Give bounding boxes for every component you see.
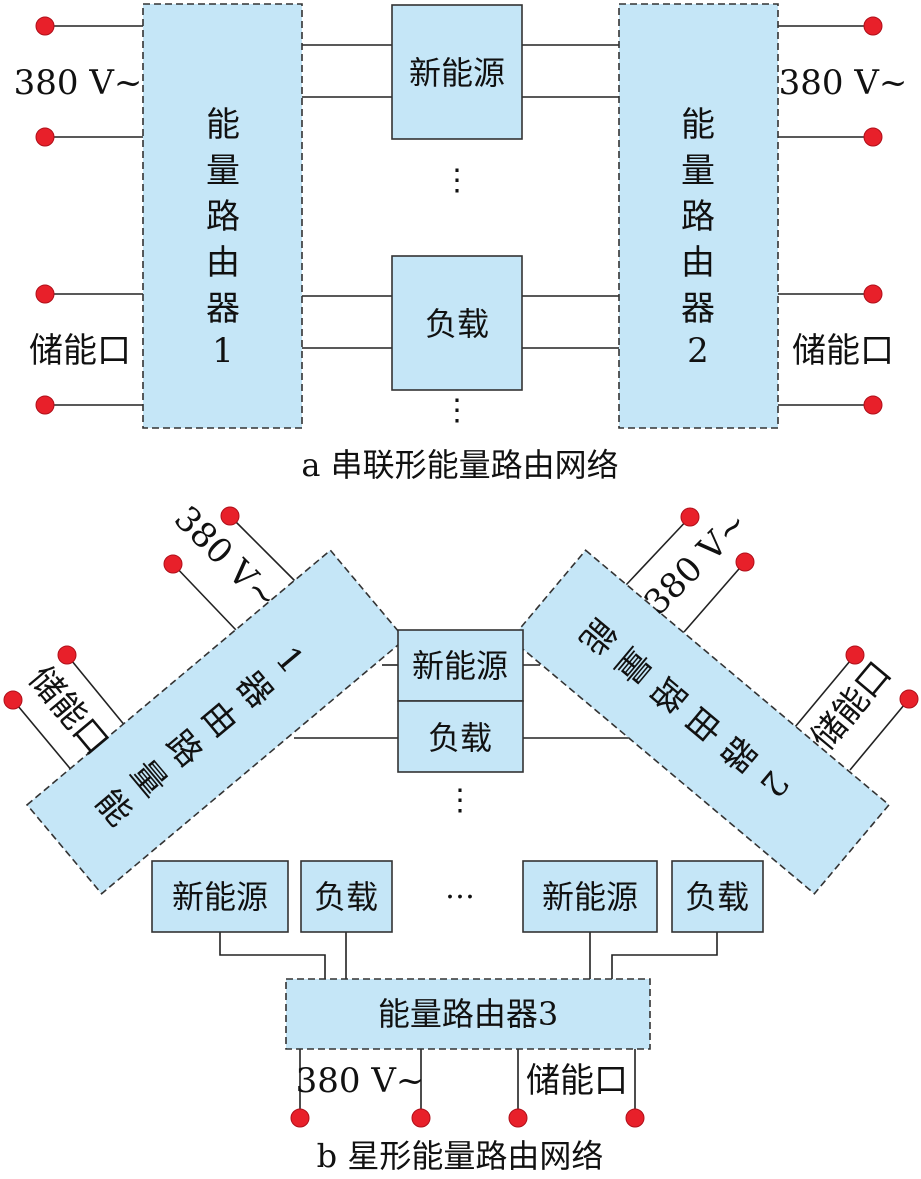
a-router-2-char-2: 量 [681, 151, 715, 191]
a-source-box [391, 4, 523, 140]
a-right-ac-terminal-1 [863, 16, 883, 36]
b-r1-ac-terminal-2 [163, 554, 183, 574]
a-right-storage-label: 储能口 [792, 331, 894, 371]
b-r2-storage-terminal-2 [899, 689, 919, 709]
b-r1-ac-terminal-1 [220, 506, 240, 526]
b-center-source-block: 新能源 [397, 629, 524, 702]
a-left-ac-label: 380 V~ [14, 63, 143, 103]
b-row-source-1-block: 新能源 [151, 860, 289, 933]
a-router-1-box [142, 3, 303, 429]
a-router-1-char-5: 器 [206, 289, 240, 329]
b-caption: b 星形能量路由网络 [317, 1137, 604, 1175]
b-r2-ac-line-1 [625, 516, 691, 586]
b-r1-ac-line-1 [229, 515, 298, 584]
a-router-1-char-3: 路 [206, 197, 240, 237]
panel-a: 能 量 路 由 器 1 能 量 路 由 器 2 新能源 ⋮ 负载 ⋮ [14, 3, 908, 484]
a-router-1-char-4: 由 [206, 243, 240, 283]
a-router-2-char-6: 2 [687, 331, 709, 371]
b-r2-ac-line-2 [683, 561, 746, 633]
b-row-load-2-box [671, 860, 764, 933]
b-r1-storage-line-2 [12, 699, 74, 773]
b-row-load-2-block: 负载 [671, 860, 764, 933]
panel-b-connectors [12, 515, 910, 1118]
a-router-1: 能 量 路 由 器 1 [142, 3, 303, 429]
b-r2-ac-terminal-2 [735, 552, 755, 572]
b-r1-storage-label: 储能口 [20, 659, 116, 763]
a-right-ac-label: 380 V~ [779, 63, 908, 103]
b-r3-storage-terminal-1 [508, 1108, 528, 1128]
a-router-1-char-2: 量 [206, 151, 240, 191]
a-router-2-char-1: 能 [681, 105, 715, 145]
b-router-3-box [285, 978, 651, 1050]
b-r2-ac-terminal-1 [680, 507, 700, 527]
panel-b: 能 量 路 由 器 1 能 量 路 由 器 2 新能源 [3, 499, 919, 1175]
b-center-load-box [397, 700, 524, 773]
b-row-source-2-block: 新能源 [522, 860, 658, 933]
b-r1-storage-line-1 [66, 654, 127, 728]
a-load-block: 负载 [391, 255, 523, 391]
b-r2-storage-line-2 [849, 698, 910, 771]
a-router-1-char-6: 1 [212, 331, 234, 371]
b-r1-ac-line-2 [172, 563, 237, 631]
a-left-storage-terminal-2 [35, 395, 55, 415]
b-router-3: 能量路由器3 [285, 978, 651, 1050]
a-left-ac-terminal-2 [35, 127, 55, 147]
b-router-1: 能 量 路 由 器 1 [25, 549, 407, 895]
a-load-box [391, 255, 523, 391]
a-router-1-char-1: 能 [206, 105, 240, 145]
a-source-label: 新能源 [409, 54, 505, 92]
b-row-load-2-line [611, 932, 718, 979]
b-center-load-label: 负载 [428, 719, 492, 757]
b-row-source-1-line [219, 932, 326, 979]
a-vertical-ellipsis-2: ⋮ [442, 393, 472, 428]
b-r1-storage-terminal-2 [3, 690, 23, 710]
b-r3-storage-label: 储能口 [526, 1061, 628, 1101]
a-right-storage-terminal-1 [863, 284, 883, 304]
b-r2-storage-label: 储能口 [803, 654, 899, 758]
a-router-2-char-3: 路 [681, 197, 715, 237]
a-left-ac-terminal-1 [35, 16, 55, 36]
b-center-vertical-ellipsis: ⋮ [445, 783, 475, 818]
a-left-storage-label: 储能口 [29, 331, 131, 371]
b-row-load-1-block: 负载 [300, 860, 393, 933]
a-source-block: 新能源 [391, 4, 523, 140]
b-row-load-2-label: 负载 [685, 878, 749, 916]
b-router-2: 能 量 路 由 器 2 [509, 549, 891, 895]
a-router-2-box [618, 3, 779, 429]
a-right-storage-terminal-2 [863, 395, 883, 415]
a-router-2-char-5: 器 [681, 289, 715, 329]
a-router-2-char-4: 由 [681, 243, 715, 283]
b-router-1-box [25, 549, 407, 895]
a-left-storage-terminal-1 [35, 284, 55, 304]
panel-a-connectors [45, 25, 873, 406]
b-r2-storage-line-1 [794, 654, 856, 728]
panel-b-terminals [3, 506, 919, 1128]
b-row-load-1-label: 负载 [314, 878, 378, 916]
b-center-source-box [397, 629, 524, 702]
b-r1-storage-terminal-1 [57, 645, 77, 665]
b-row-horizontal-ellipsis: … [445, 871, 475, 906]
b-row-source-2-box [522, 860, 658, 933]
b-row-source-2-label: 新能源 [542, 878, 638, 916]
panel-a-terminals [35, 16, 883, 415]
b-r3-ac-terminal-1 [290, 1108, 310, 1128]
b-r3-storage-terminal-2 [625, 1108, 645, 1128]
b-row-load-1-box [300, 860, 393, 933]
b-router-3-label: 能量路由器3 [378, 995, 558, 1033]
a-caption: a 串联形能量路由网络 [301, 446, 618, 484]
a-right-ac-terminal-2 [863, 127, 883, 147]
a-vertical-ellipsis-1: ⋮ [442, 163, 472, 198]
b-r3-ac-terminal-2 [411, 1108, 431, 1128]
b-row-source-1-label: 新能源 [172, 878, 268, 916]
b-center-source-label: 新能源 [412, 647, 508, 685]
b-r3-ac-label: 380 V~ [296, 1061, 425, 1101]
b-center-load-block: 负载 [397, 700, 524, 773]
b-r2-storage-terminal-1 [845, 645, 865, 665]
a-load-label: 负载 [425, 305, 489, 343]
a-router-2: 能 量 路 由 器 2 [618, 3, 779, 429]
b-row-source-1-box [151, 860, 289, 933]
